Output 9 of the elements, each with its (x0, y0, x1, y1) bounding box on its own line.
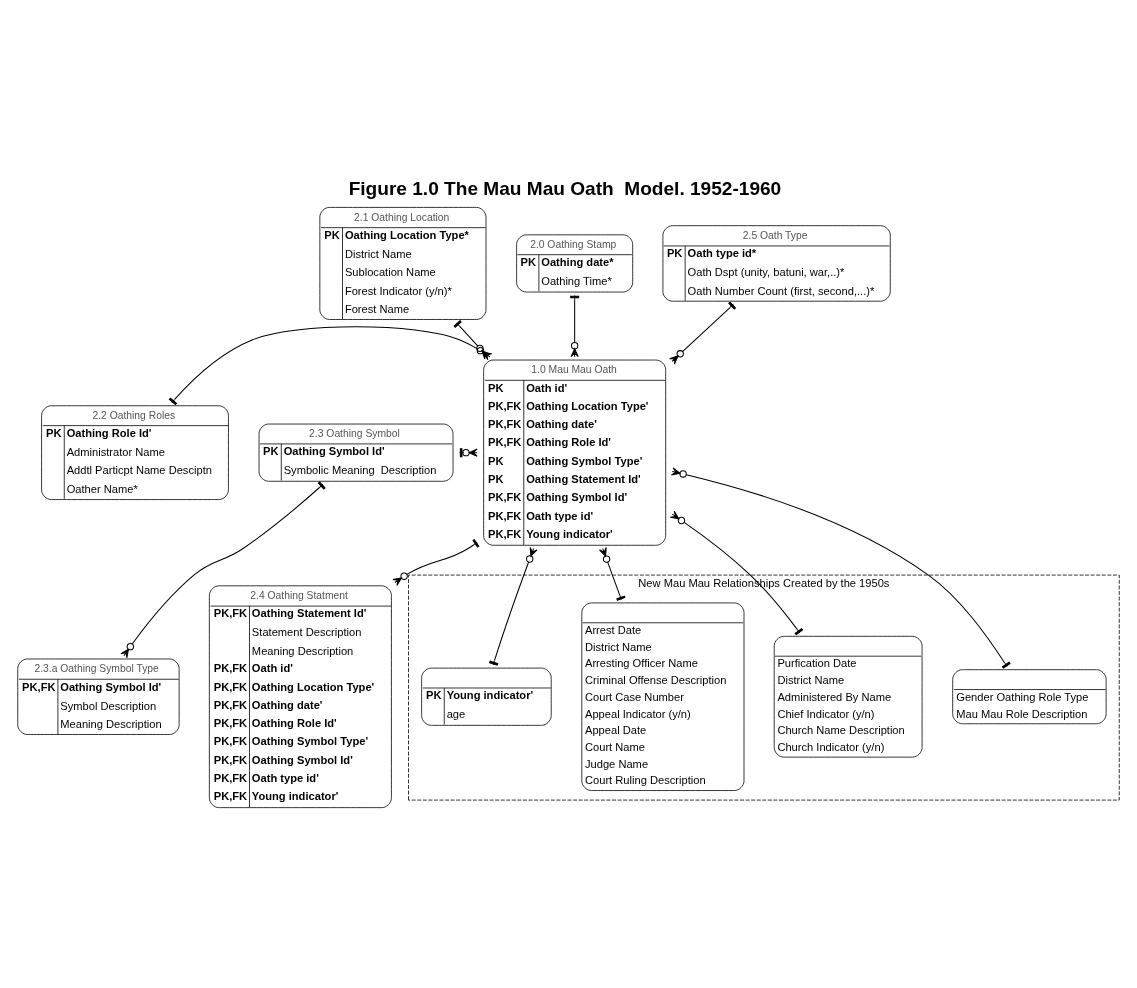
diagram-title: Figure 1.0 The Mau Mau Oath Model. 1952-1960 (348, 177, 782, 199)
connector (392, 538, 480, 586)
connector (459, 448, 478, 458)
connector (670, 467, 1011, 669)
connector (598, 546, 626, 601)
connector (489, 546, 538, 666)
connector (120, 481, 326, 659)
connector (669, 510, 804, 636)
connector (669, 301, 737, 365)
